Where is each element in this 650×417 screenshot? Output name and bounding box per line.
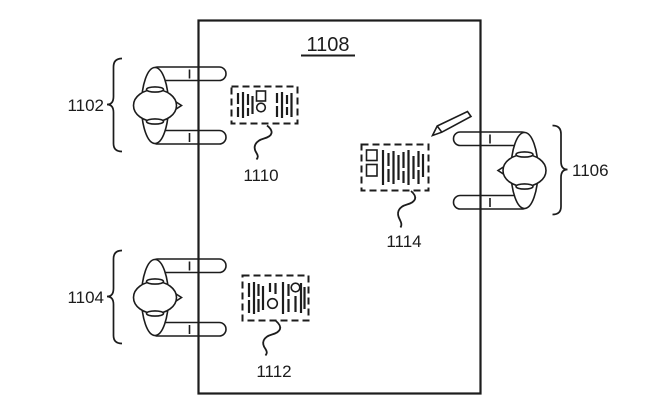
pencil-icon [430,110,473,137]
person-figure-right [452,131,547,210]
document-icon-1114 [360,143,430,192]
person-figure-bottom-left [132,258,227,337]
person-figure-top-left [132,66,227,145]
document-barcode-icon [365,149,425,185]
document-icon-1112 [241,274,310,322]
leader-line-1114 [397,190,417,228]
document-icon-1110 [230,85,299,125]
leader-line-1112 [262,320,282,357]
document-dashed-border [360,143,430,192]
leader-line-1110 [253,124,273,161]
document-dashed-border [230,85,299,125]
document-barcode-icon [247,282,306,314]
person-label-1106: 1106 [572,161,609,180]
document-label-1112: 1112 [256,362,291,381]
person-label-1102: 1102 [67,96,104,115]
brace-1102 [106,57,123,153]
document-label-1110: 1110 [243,166,278,185]
document-dashed-border [241,274,310,322]
brace-1106 [552,124,568,216]
table-outline [197,19,482,395]
document-barcode-icon [236,90,293,118]
brace-1104 [106,249,123,345]
document-label-1114: 1114 [386,232,421,251]
table-label: 1108 [306,34,349,56]
person-label-1104: 1104 [67,288,104,307]
